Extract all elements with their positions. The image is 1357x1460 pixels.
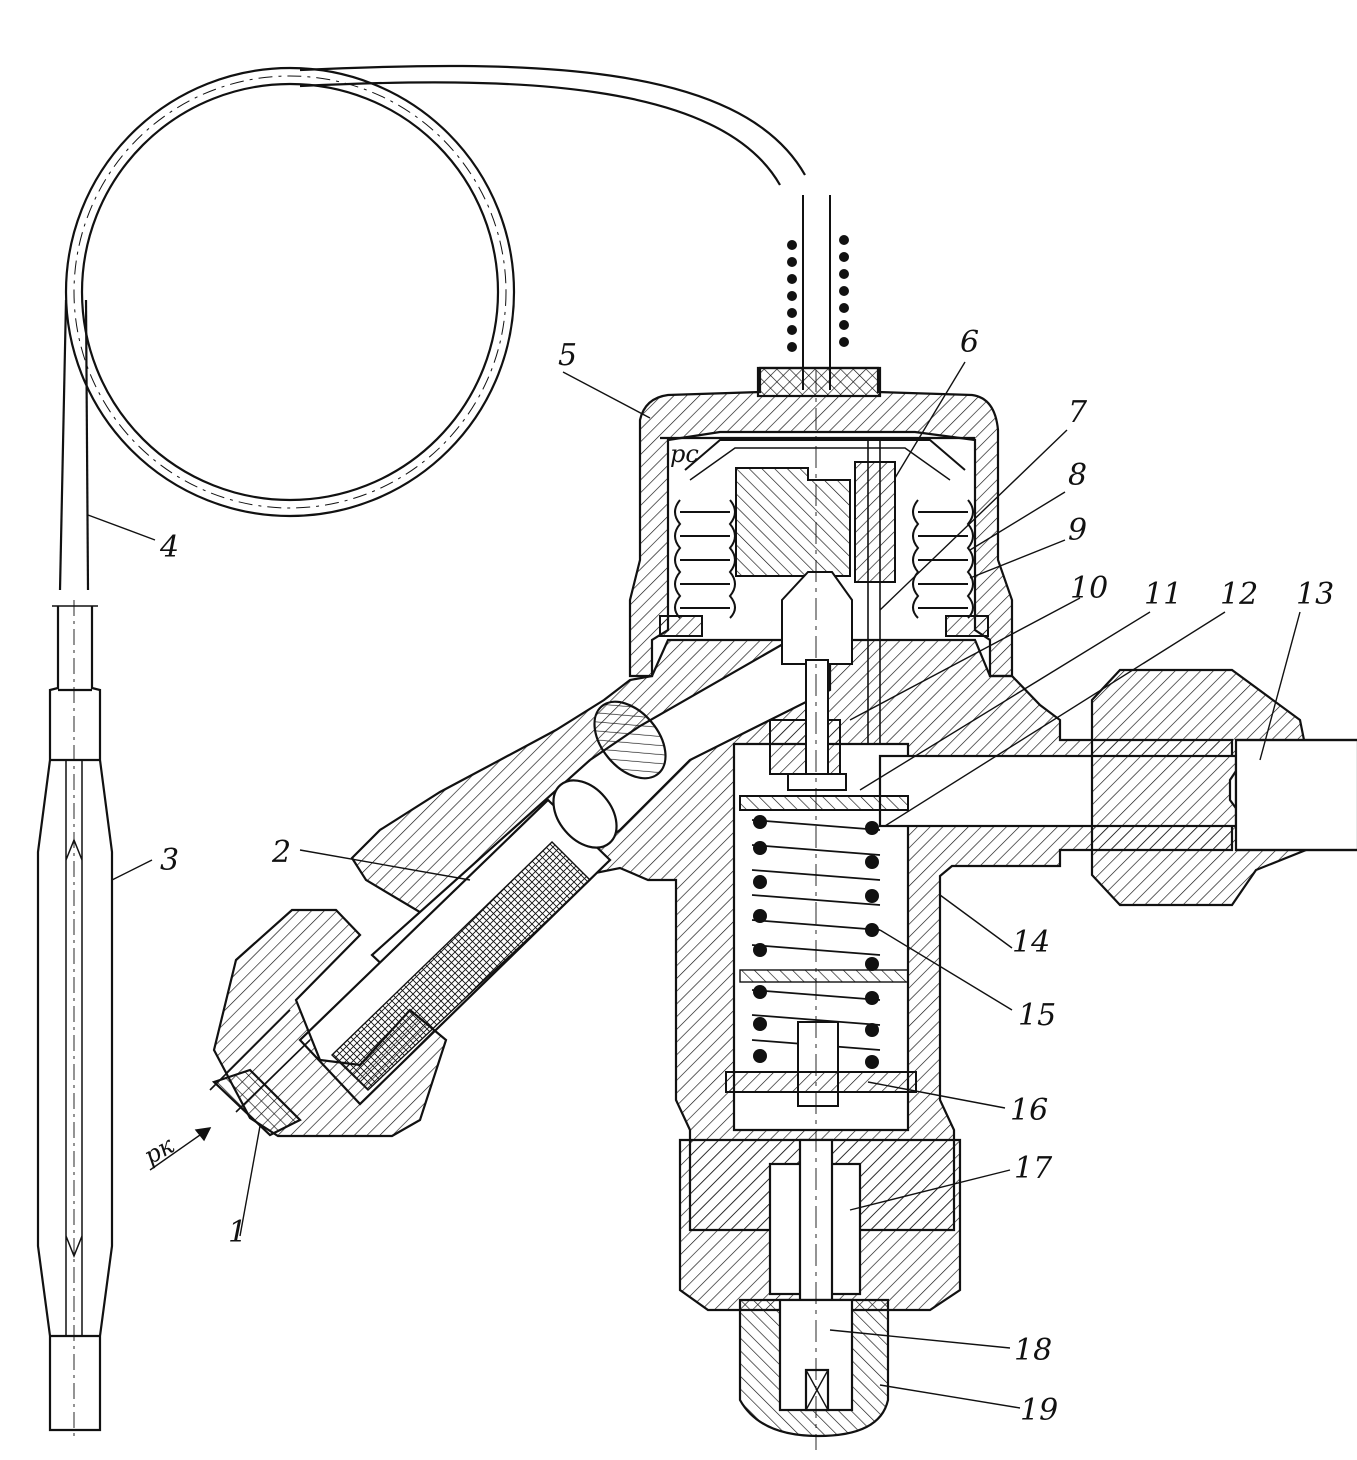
label-18: 18 [1014,1333,1052,1368]
label-3: 3 [160,843,179,878]
capillary-tube [58,64,806,591]
label-12: 12 [1220,577,1258,612]
capillary-entry [787,195,849,390]
label-4: 4 [159,530,179,565]
label-13: 13 [1296,577,1334,612]
inlet-union [209,908,448,1138]
label-2: 2 [271,835,291,870]
valve-cap [628,366,1014,678]
label-pc: pc [670,440,699,468]
label-1: 1 [228,1215,247,1250]
label-10: 10 [1070,571,1108,606]
part-labels: 1 2 3 4 5 6 7 8 9 10 11 12 13 14 15 16 1… [139,325,1334,1428]
adjusting-assembly [678,370,962,1450]
label-11: 11 [1144,577,1182,612]
label-9: 9 [1068,513,1087,548]
label-7: 7 [1068,395,1088,430]
label-pk: pк [139,1131,179,1170]
label-16: 16 [1010,1093,1048,1128]
bellows-left [674,499,736,619]
bellows-right [912,499,974,619]
leader-lines [87,361,1301,1409]
label-5: 5 [558,338,577,373]
thermal-bulb [36,600,114,1440]
valve-body [298,638,1238,1232]
bellows-assembly [659,439,989,760]
label-19: 19 [1020,1393,1058,1428]
label-15: 15 [1018,998,1056,1033]
needle-orifice [739,571,909,811]
label-14: 14 [1012,925,1050,960]
label-6: 6 [960,325,979,360]
label-8: 8 [1068,458,1087,493]
outlet-union [1090,668,1357,907]
label-17: 17 [1014,1151,1053,1186]
